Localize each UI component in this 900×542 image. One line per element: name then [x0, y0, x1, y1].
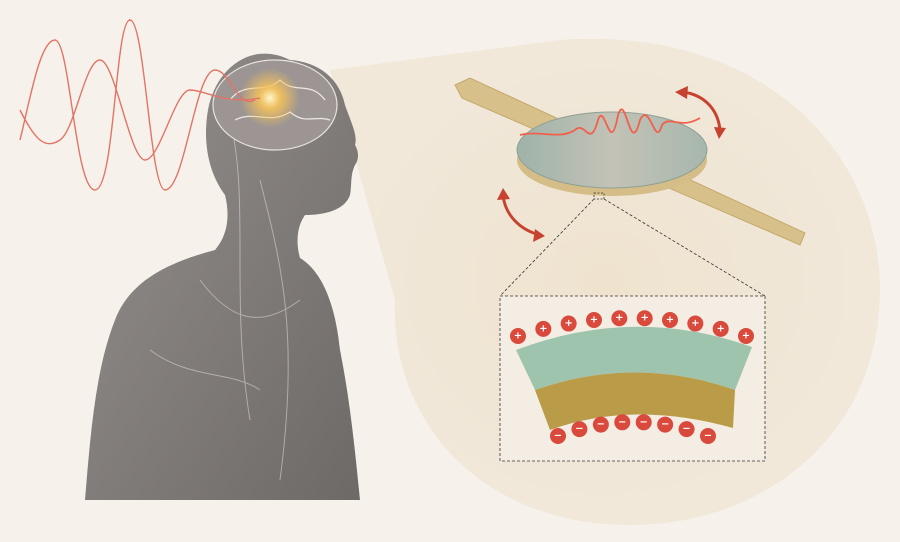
- svg-text:−: −: [704, 431, 712, 442]
- positive-charge: +: [510, 328, 526, 344]
- svg-text:+: +: [666, 315, 674, 326]
- svg-text:+: +: [640, 313, 648, 324]
- negative-charge: −: [614, 414, 631, 431]
- disc-signal-wave: [519, 108, 701, 136]
- svg-text:+: +: [590, 315, 598, 326]
- svg-text:−: −: [618, 417, 626, 428]
- svg-text:+: +: [615, 313, 623, 324]
- positive-charge: +: [535, 320, 552, 337]
- negative-charge: −: [657, 416, 674, 433]
- positive-charge: +: [611, 310, 628, 327]
- gold-layer: [535, 372, 735, 430]
- negative-charge: −: [571, 421, 588, 438]
- svg-text:−: −: [597, 419, 605, 430]
- svg-text:+: +: [564, 318, 572, 329]
- positive-charge: +: [738, 328, 754, 344]
- negative-charge: −: [592, 416, 609, 433]
- svg-text:+: +: [716, 323, 724, 334]
- human-figure: [85, 53, 360, 501]
- positive-charge: +: [560, 315, 577, 332]
- signal-wave-icon: [19, 19, 256, 191]
- positive-charge: +: [636, 310, 653, 327]
- positive-charge: +: [662, 312, 678, 328]
- svg-text:−: −: [682, 424, 690, 435]
- positive-charge: +: [712, 320, 729, 337]
- positive-charge: +: [586, 312, 602, 328]
- brain-glow-icon: [240, 68, 300, 128]
- svg-text:−: −: [640, 417, 648, 428]
- svg-text:−: −: [661, 419, 669, 430]
- positive-charge: +: [687, 315, 704, 332]
- svg-text:+: +: [539, 323, 547, 334]
- negative-charge: −: [700, 428, 716, 444]
- negative-charge: −: [550, 428, 566, 444]
- negative-charge: −: [678, 421, 695, 438]
- svg-text:−: −: [575, 424, 583, 435]
- rotation-arrow-icon: [682, 90, 722, 131]
- svg-text:+: +: [514, 331, 522, 342]
- svg-text:−: −: [554, 431, 562, 442]
- svg-text:+: +: [742, 331, 750, 342]
- negative-charge: −: [635, 414, 652, 431]
- svg-text:+: +: [691, 318, 699, 329]
- charges-group: + + + + + + + + + + − − − − − − − −: [510, 310, 754, 444]
- green-layer: [516, 326, 752, 390]
